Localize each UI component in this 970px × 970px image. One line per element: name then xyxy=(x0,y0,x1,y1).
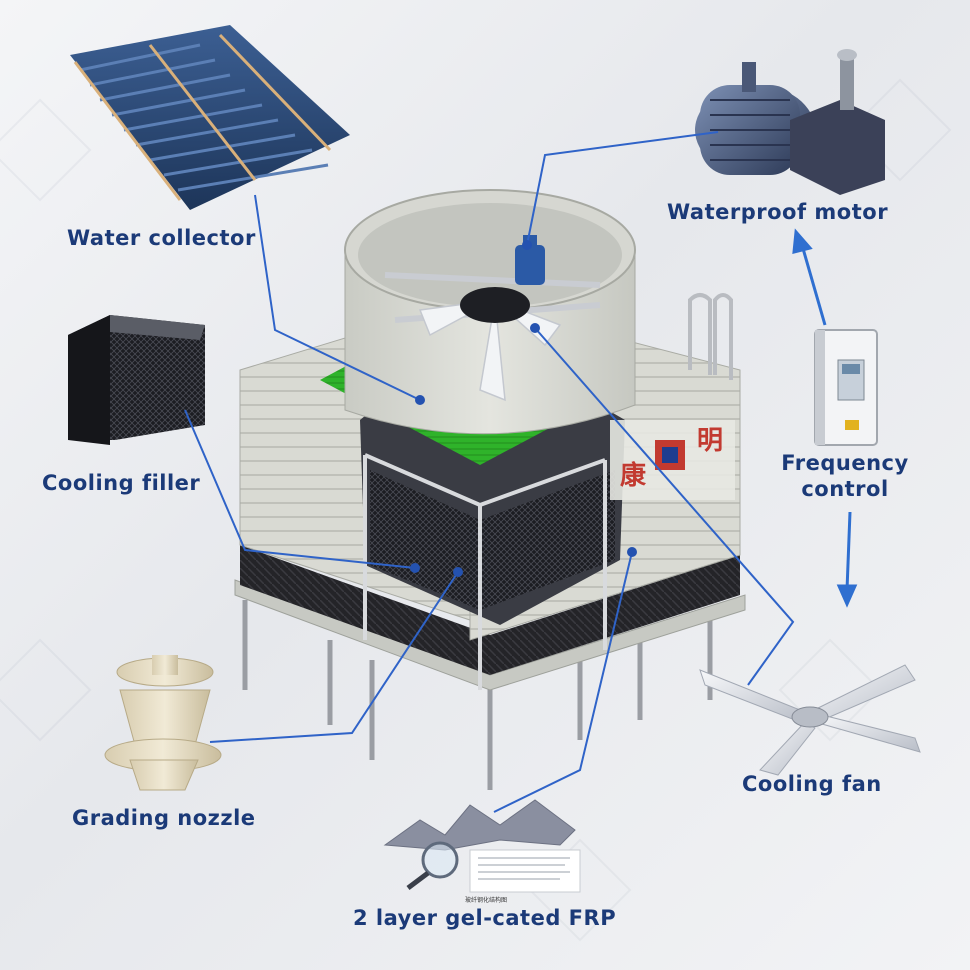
leader-cooling-fan xyxy=(534,327,795,686)
tower-legs xyxy=(242,600,713,790)
cooling-tower xyxy=(234,189,746,790)
leader-cooling-filler xyxy=(184,409,416,569)
leader-water-collector xyxy=(254,194,421,401)
magnifier-icon xyxy=(421,841,459,879)
water-collector-image xyxy=(70,25,350,210)
label-grading-nozzle: Grading nozzle xyxy=(72,806,256,830)
label-cooling-filler: Cooling filler xyxy=(42,471,201,495)
frequency-control-image xyxy=(814,329,878,446)
cooling-filler-image xyxy=(68,315,205,445)
frp-sheet-image xyxy=(383,799,581,893)
arrow-to-fan xyxy=(845,511,852,591)
label-frequency-control-line2: control xyxy=(801,477,889,501)
cooling-fan-image xyxy=(699,664,921,776)
brand-char-2: 明 xyxy=(697,426,724,456)
tower-ladder xyxy=(688,293,733,380)
tower-motor xyxy=(515,245,545,285)
leader-dots xyxy=(410,240,637,577)
tower-frame xyxy=(363,453,607,690)
leader-lines xyxy=(184,131,795,813)
arrow-to-motor xyxy=(800,244,827,326)
label-frp: 2 layer gel-cated FRP xyxy=(353,906,617,930)
frp-caption: 玻纤钢化结构图 xyxy=(465,897,508,904)
label-water-collector: Water collector xyxy=(67,226,256,250)
label-frequency-control-line1: Frequency xyxy=(781,451,909,475)
flow-arrows xyxy=(792,228,858,608)
label-waterproof-motor: Waterproof motor xyxy=(667,200,889,224)
label-cooling-fan: Cooling fan xyxy=(742,772,882,796)
waterproof-motor-image xyxy=(695,49,885,195)
tower-filler-block xyxy=(370,470,480,610)
air-inlet-right xyxy=(490,555,740,675)
frp-spec-card xyxy=(469,849,581,893)
grading-nozzle-image xyxy=(104,655,222,791)
leader-waterproof-motor xyxy=(526,131,719,246)
leader-grading-nozzle xyxy=(209,571,459,743)
brand-char-1: 康 xyxy=(620,461,647,491)
leader-frp xyxy=(493,551,633,813)
tower-base-platform xyxy=(234,579,746,691)
